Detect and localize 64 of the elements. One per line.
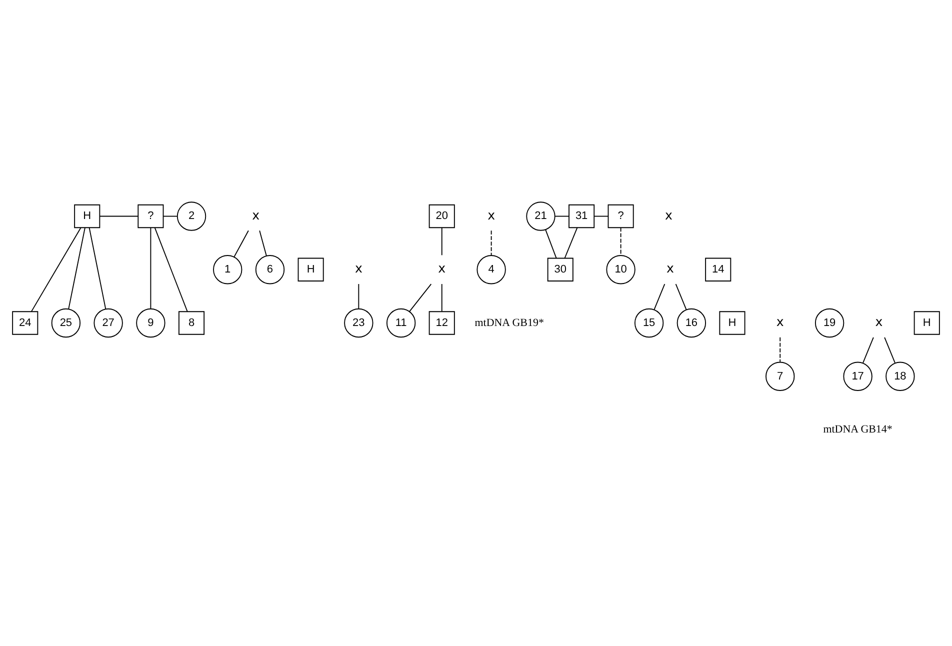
connector bbox=[564, 227, 578, 259]
node-text: x bbox=[354, 260, 362, 276]
node-box: 31 bbox=[568, 204, 595, 228]
node-circle: 25 bbox=[51, 308, 81, 338]
node-circle: 7 bbox=[766, 362, 795, 391]
connector bbox=[162, 216, 178, 217]
node-circle: 18 bbox=[886, 362, 915, 391]
node-circle: 11 bbox=[386, 308, 416, 338]
node-text: x bbox=[664, 207, 672, 222]
node-circle: 4 bbox=[476, 255, 506, 284]
connector bbox=[441, 284, 442, 312]
node-box: H bbox=[719, 311, 746, 335]
node-circle: 2 bbox=[176, 202, 206, 231]
connector bbox=[68, 227, 86, 310]
node-text: x bbox=[252, 207, 260, 222]
node-box: H bbox=[298, 258, 324, 282]
connector bbox=[675, 284, 687, 310]
connector bbox=[30, 227, 82, 312]
node-text: x bbox=[776, 314, 784, 329]
node-box: 14 bbox=[705, 258, 732, 282]
node-circle: 1 bbox=[213, 255, 242, 284]
node-text: x bbox=[666, 260, 674, 276]
node-box: ? bbox=[608, 204, 634, 228]
connector bbox=[234, 230, 249, 258]
connector bbox=[99, 216, 138, 217]
connector bbox=[862, 336, 874, 364]
connector bbox=[259, 230, 267, 256]
node-circle: 21 bbox=[526, 202, 556, 231]
node-box: ? bbox=[138, 204, 164, 228]
connector bbox=[154, 227, 188, 312]
node-circle: 10 bbox=[606, 255, 636, 284]
node-box: 20 bbox=[428, 204, 455, 228]
connector bbox=[150, 227, 152, 310]
node-box: 8 bbox=[178, 311, 205, 335]
node-box: H bbox=[914, 311, 940, 335]
node-circle: 15 bbox=[634, 308, 664, 338]
connector bbox=[594, 216, 609, 217]
node-circle: 27 bbox=[94, 308, 123, 338]
connector bbox=[654, 284, 666, 310]
connector bbox=[780, 336, 781, 362]
node-box: 24 bbox=[12, 311, 38, 335]
label: mtDNA GB14* bbox=[823, 424, 892, 436]
connector bbox=[88, 227, 106, 310]
node-text: x bbox=[875, 314, 883, 329]
node-text: x bbox=[438, 260, 446, 276]
label: mtDNA GB19* bbox=[474, 316, 544, 329]
node-circle: 9 bbox=[136, 308, 166, 338]
node-box: H bbox=[74, 204, 100, 228]
connector bbox=[358, 284, 360, 309]
node-circle: 19 bbox=[814, 308, 844, 338]
connector bbox=[490, 230, 492, 256]
connector bbox=[409, 284, 432, 312]
node-circle: 17 bbox=[843, 362, 872, 391]
connector bbox=[545, 229, 557, 259]
connector bbox=[620, 227, 622, 256]
node-box: 12 bbox=[428, 311, 455, 335]
node-box: 30 bbox=[547, 258, 574, 282]
node-text: x bbox=[488, 207, 496, 222]
node-circle: 6 bbox=[255, 255, 285, 284]
node-circle: 23 bbox=[344, 308, 374, 338]
node-circle: 16 bbox=[676, 308, 706, 338]
connector bbox=[554, 216, 570, 217]
connector bbox=[884, 336, 896, 364]
connector bbox=[441, 227, 442, 256]
